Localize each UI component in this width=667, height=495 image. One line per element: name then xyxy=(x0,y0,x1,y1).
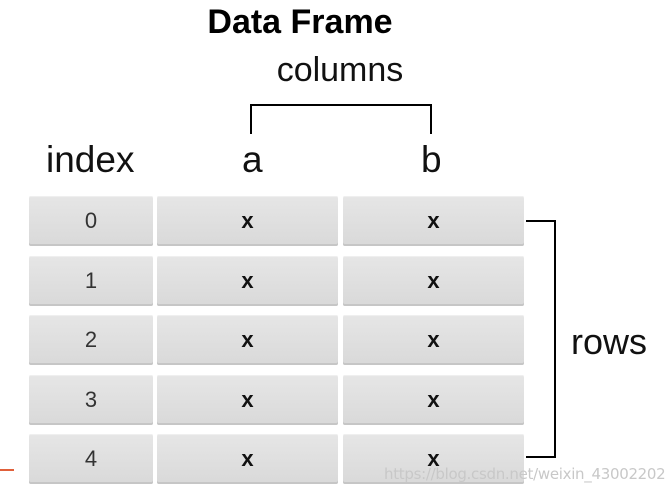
cell-a: x xyxy=(157,434,338,484)
cell-b: x xyxy=(343,315,524,365)
header-index: index xyxy=(46,139,135,180)
index-cell: 1 xyxy=(29,256,153,306)
cell-b: x xyxy=(343,196,524,246)
header-column-a: a xyxy=(242,139,263,180)
watermark-text: https://blog.csdn.net/weixin_43002202 xyxy=(384,465,666,483)
cell-b: x xyxy=(343,434,524,484)
columns-label: columns xyxy=(276,51,404,89)
rows-label: rows xyxy=(571,321,648,362)
cell-a: x xyxy=(157,256,338,306)
diagram-title: Data Frame xyxy=(207,3,393,41)
cell-b: x xyxy=(343,375,524,425)
cell-a: x xyxy=(157,315,338,365)
accent-mark xyxy=(0,469,14,471)
header-column-b: b xyxy=(421,139,442,180)
cell-a: x xyxy=(157,196,338,246)
index-cell: 3 xyxy=(29,375,153,425)
index-cell: 0 xyxy=(29,196,153,246)
rows-bracket xyxy=(526,220,556,458)
index-cell: 2 xyxy=(29,315,153,365)
cell-b: x xyxy=(343,256,524,306)
columns-bracket xyxy=(250,104,432,134)
index-cell: 4 xyxy=(29,434,153,484)
cell-a: x xyxy=(157,375,338,425)
